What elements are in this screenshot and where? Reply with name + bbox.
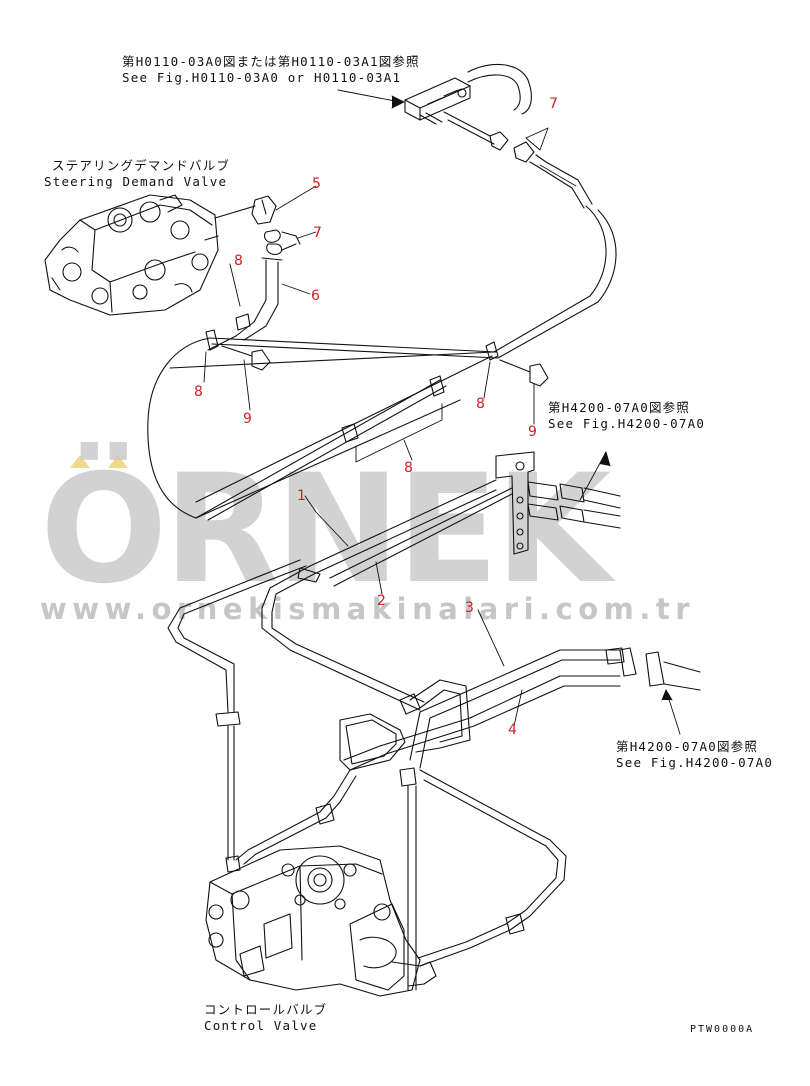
callout-6: 6 — [311, 288, 320, 304]
right-upper-ref-en: See Fig.H4200-07A0 — [548, 416, 706, 431]
callout-7-top: 7 — [549, 96, 558, 112]
right-lower-ref-en: See Fig.H4200-07A0 — [616, 755, 774, 770]
callout-8-center: 8 — [404, 460, 413, 476]
callout-9-right: 9 — [528, 424, 537, 440]
steering-demand-valve-drawing — [44, 194, 219, 316]
callout-2: 2 — [377, 593, 386, 609]
drawing-code: PTW0000A — [690, 1024, 755, 1035]
watermark-accent — [70, 455, 140, 469]
callout-4: 4 — [508, 722, 517, 738]
right-lower-ref-jp: 第H4200-07A0図参照 — [616, 739, 759, 754]
hose-top-loop — [467, 63, 532, 115]
watermark-brand: ÖRNEK — [40, 443, 611, 617]
control-valve-drawing — [205, 845, 437, 997]
right-upper-ref-jp: 第H4200-07A0図参照 — [548, 400, 691, 415]
top-block — [404, 77, 471, 125]
steering-valve-jp: ステアリングデマンドバルブ — [52, 158, 231, 173]
control-valve-jp: コントロールバルブ — [204, 1002, 328, 1017]
callout-1: 1 — [297, 488, 306, 504]
callout-8-right: 8 — [476, 396, 485, 412]
watermark-url: www.ornekismakinalari.com.tr — [40, 592, 696, 626]
top-ref-jp: 第H0110-03A0図または第H0110-03A1図参照 — [122, 54, 420, 69]
callout-3: 3 — [465, 600, 474, 616]
callout-8-upper: 8 — [234, 253, 243, 269]
control-valve-en: Control Valve — [204, 1018, 318, 1033]
mounting-plate — [495, 451, 535, 555]
callout-8-left: 8 — [194, 384, 203, 400]
top-ref-en: See Fig.H0110-03A0 or H0110-03A1 — [122, 70, 402, 85]
callout-9-left: 9 — [243, 411, 252, 427]
callout-7-left: 7 — [313, 225, 322, 241]
steering-valve-en: Steering Demand Valve — [44, 174, 228, 189]
callout-5: 5 — [312, 176, 321, 192]
